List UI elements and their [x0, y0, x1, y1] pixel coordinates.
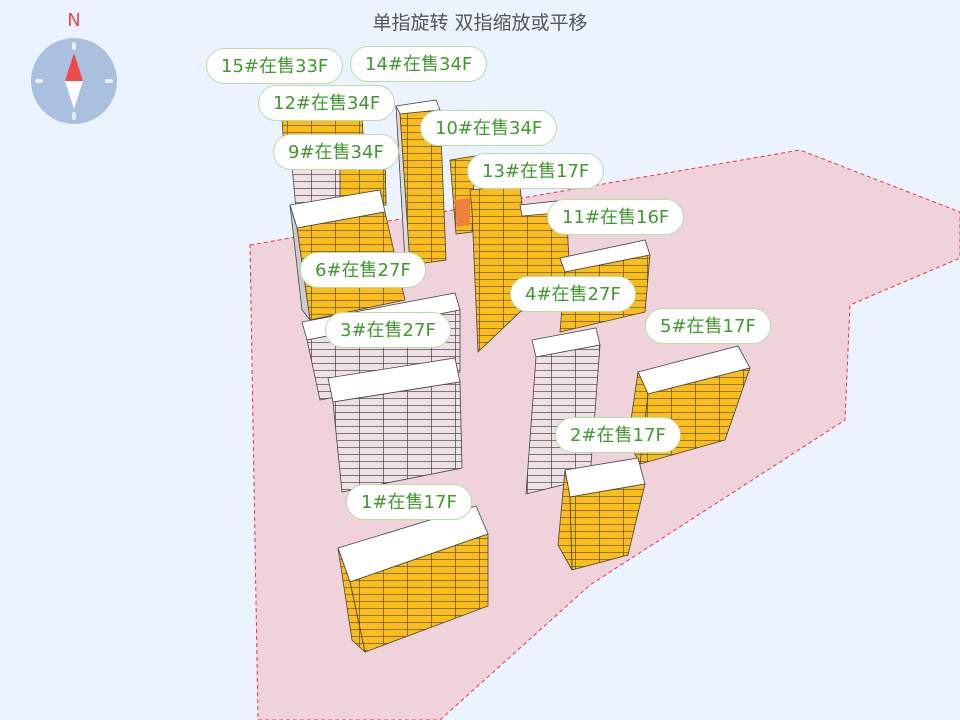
- compass-dial: [31, 38, 117, 124]
- gesture-hint: 单指旋转 双指缩放或平移: [372, 12, 588, 34]
- building-label-9[interactable]: 9#在售34F: [273, 134, 399, 170]
- building-14[interactable]: [395, 99, 447, 266]
- compass[interactable]: N: [30, 10, 120, 130]
- building-label-15[interactable]: 15#在售33F: [206, 48, 344, 84]
- building-label-11[interactable]: 11#在售16F: [547, 199, 685, 235]
- building-2[interactable]: [557, 457, 646, 571]
- north-label: N: [67, 10, 81, 31]
- building-label-3[interactable]: 3#在售27F: [325, 312, 451, 348]
- building-3-front[interactable]: [327, 357, 463, 493]
- building-label-14[interactable]: 14#在售34F: [350, 46, 488, 82]
- building-label-4[interactable]: 4#在售27F: [510, 276, 636, 312]
- building-label-13[interactable]: 13#在售17F: [467, 153, 605, 189]
- building-1[interactable]: [337, 505, 489, 654]
- building-label-1[interactable]: 1#在售17F: [346, 484, 472, 520]
- building-label-12[interactable]: 12#在售34F: [258, 85, 396, 121]
- building-label-10[interactable]: 10#在售34F: [420, 110, 558, 146]
- building-label-5[interactable]: 5#在售17F: [645, 308, 771, 344]
- compass-needle-icon: [35, 42, 113, 120]
- building-label-6[interactable]: 6#在售27F: [300, 252, 426, 288]
- building-label-2[interactable]: 2#在售17F: [555, 417, 681, 453]
